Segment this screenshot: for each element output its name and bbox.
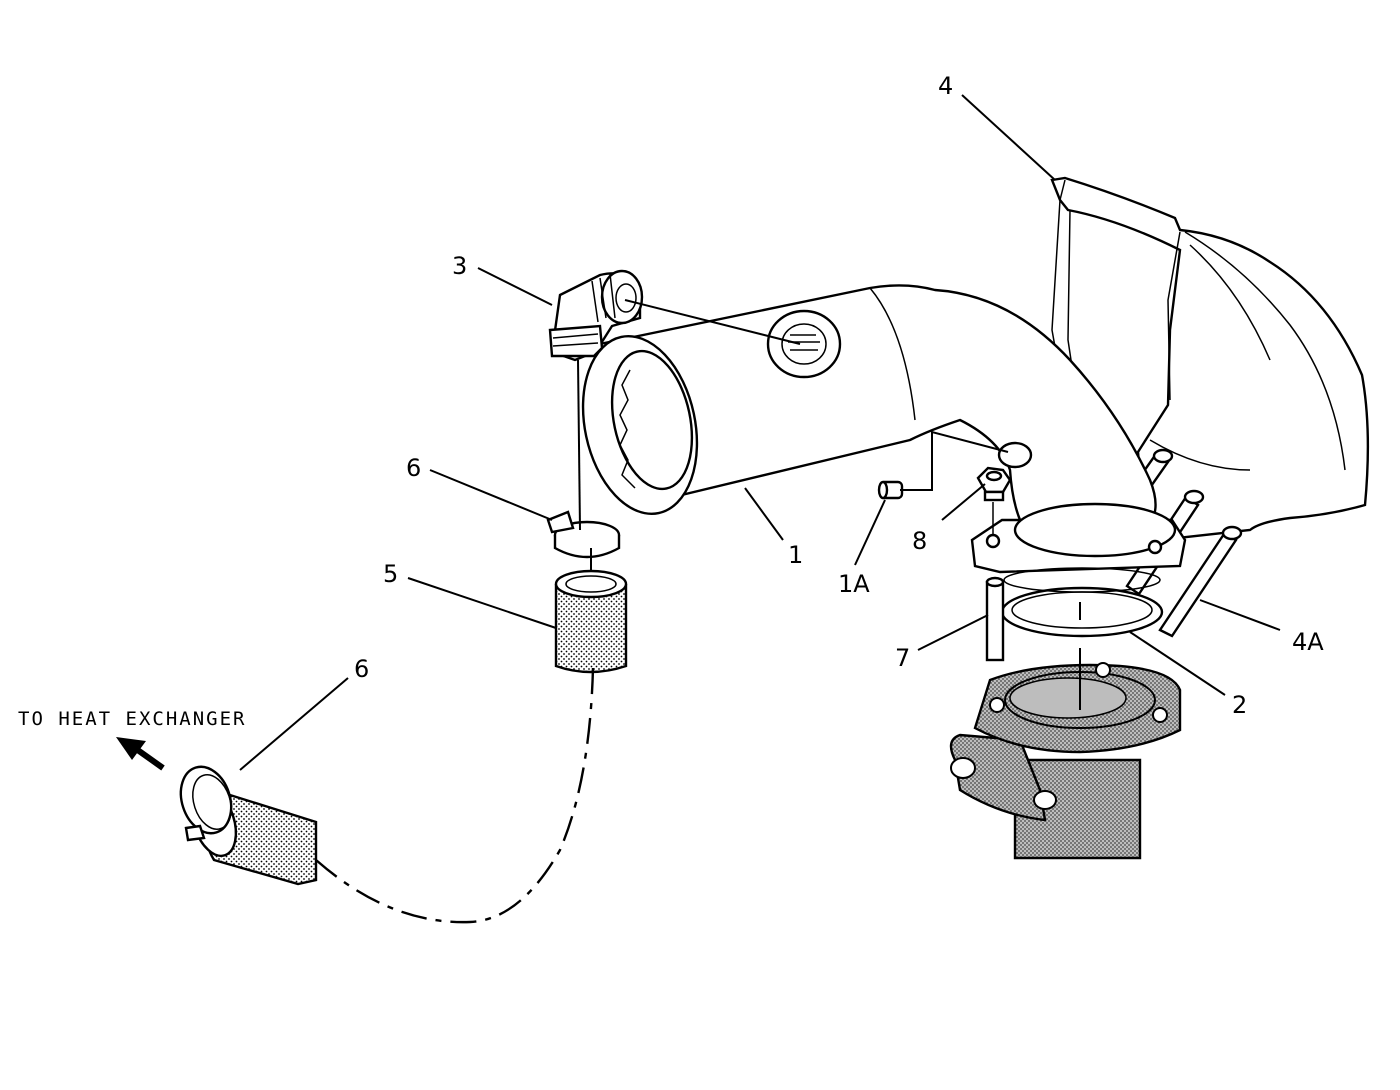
turbo-housing-part [949, 662, 1182, 860]
arrow-icon [116, 737, 165, 771]
callout-6-lower: 6 [354, 655, 369, 683]
callout-7: 7 [895, 644, 910, 672]
bolt-part [976, 466, 1012, 536]
callout-8: 8 [912, 527, 927, 555]
callout-1: 1 [788, 541, 803, 569]
assembly-lines [577, 299, 1081, 710]
leader-lines [239, 94, 1281, 771]
callout-3: 3 [452, 252, 467, 280]
gasket-part [1000, 567, 1164, 638]
hose-clamp-lower-part [179, 765, 233, 842]
hose-upper-part [554, 569, 628, 674]
callout-5: 5 [383, 560, 398, 588]
elbow-tube-part [581, 284, 1187, 574]
callout-2: 2 [1232, 691, 1247, 719]
callout-4: 4 [938, 72, 953, 100]
callout-6-upper: 6 [406, 454, 421, 482]
hose-routing-line [315, 667, 595, 924]
callout-4a: 4A [1292, 628, 1324, 656]
stud-part [985, 576, 1005, 662]
note-to-heat-exchanger: TO HEAT EXCHANGER [18, 708, 246, 730]
callout-1a: 1A [838, 570, 870, 598]
heat-shield-part [1050, 176, 1370, 542]
plug-part [877, 480, 904, 500]
hose-clamp-upper-part [546, 510, 621, 559]
elbow-fitting-part [548, 269, 644, 362]
